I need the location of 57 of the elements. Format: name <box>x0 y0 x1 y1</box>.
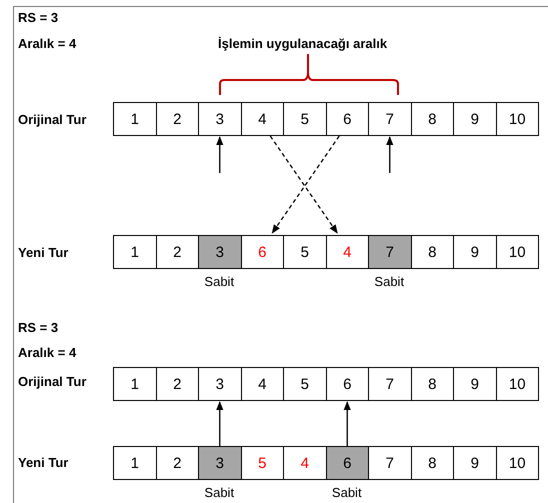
array-cell: 2 <box>156 235 199 269</box>
caption-text: Sabit <box>332 485 362 500</box>
text-label: Yeni Tur <box>18 245 68 260</box>
array-cell: 1 <box>113 367 156 401</box>
text-label: Yeni Tur <box>18 455 68 470</box>
arrow <box>386 136 394 173</box>
text-label: Orijinal Tur <box>18 374 86 389</box>
array-cell: 3 <box>198 102 242 136</box>
arrow <box>216 136 224 173</box>
array-cell: 6 <box>326 102 369 136</box>
array-cell: 6 <box>326 367 369 401</box>
array-cell: 5 <box>283 367 326 401</box>
array-cell: 8 <box>410 235 454 269</box>
array-cell: 4 <box>283 446 326 480</box>
array-cell: 10 <box>496 446 539 480</box>
array-cell: 5 <box>283 235 326 269</box>
array-cell: 8 <box>410 446 454 480</box>
array-cell: 10 <box>496 235 539 269</box>
array-cell: 7 <box>368 102 412 136</box>
array-cell: 10 <box>496 102 539 136</box>
array-cell: 7 <box>368 367 412 401</box>
array-cell: 9 <box>453 102 496 136</box>
arrow <box>344 401 351 446</box>
array-cell: 2 <box>156 446 199 480</box>
caption-text: Sabit <box>204 274 234 289</box>
text-label: RS = 3 <box>18 320 58 335</box>
text-label: Aralık = 4 <box>18 36 76 51</box>
array-cell: 1 <box>113 102 156 136</box>
array-cell: 8 <box>410 102 454 136</box>
shaded-cell: 7 <box>368 235 412 269</box>
caption-text: Sabit <box>374 274 404 289</box>
text-label: RS = 3 <box>18 10 58 25</box>
array-cell: 10 <box>496 367 539 401</box>
array-cell: 6 <box>240 235 284 269</box>
array-cell: 4 <box>240 102 284 136</box>
array-cell: 5 <box>283 102 326 136</box>
caption-text: Sabit <box>204 485 234 500</box>
array-cell: 1 <box>113 446 156 480</box>
array-cell: 3 <box>198 367 242 401</box>
shaded-cell: 3 <box>198 235 242 269</box>
shaded-cell: 3 <box>198 446 242 480</box>
array-cell: 9 <box>453 235 496 269</box>
text-label: İşlemin uygulanacağı aralık <box>218 36 388 51</box>
array-cell: 8 <box>410 367 454 401</box>
array-cell: 4 <box>326 235 369 269</box>
array-cell: 5 <box>240 446 284 480</box>
array-cell: 4 <box>240 367 284 401</box>
arrow <box>216 401 224 446</box>
text-label: Aralık = 4 <box>18 345 76 360</box>
array-cell: 1 <box>113 235 156 269</box>
array-cell: 2 <box>156 367 199 401</box>
array-cell: 9 <box>453 446 496 480</box>
array-cell: 7 <box>368 446 412 480</box>
array-cell: 9 <box>453 367 496 401</box>
array-cell: 2 <box>156 102 199 136</box>
shaded-cell: 6 <box>326 446 369 480</box>
text-label: Orijinal Tur <box>18 112 86 127</box>
